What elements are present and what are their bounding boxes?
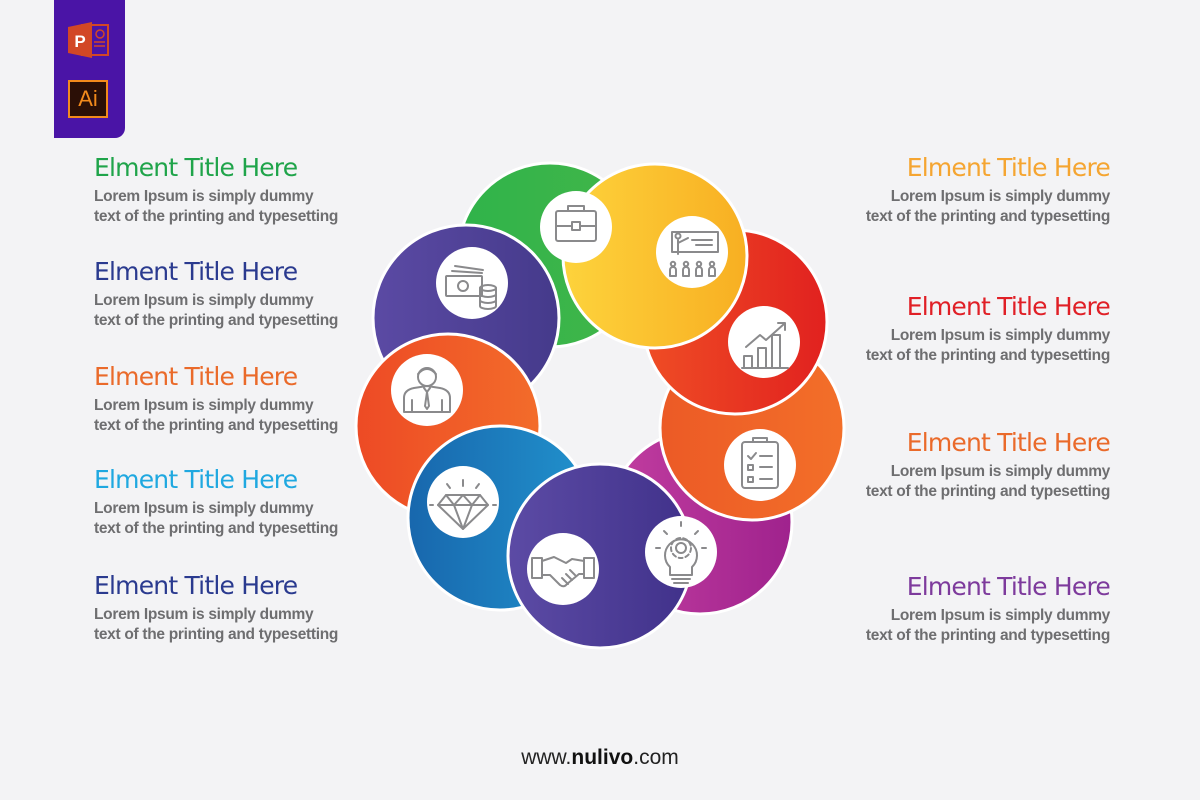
svg-text:P: P — [74, 32, 85, 51]
element-left-3: Elment Title Here Lorem Ipsum is simply … — [94, 362, 394, 436]
presentation-icon — [669, 231, 719, 277]
powerpoint-icon: P — [68, 22, 109, 58]
element-right-1: Elment Title Here Lorem Ipsum is simply … — [810, 153, 1111, 227]
money-coins-icon — [445, 265, 497, 310]
businessman-icon — [403, 367, 451, 413]
element-right-2: Elment Title Here Lorem Ipsum is simply … — [810, 292, 1111, 366]
element-left-4: Elment Title Here Lorem Ipsum is simply … — [94, 465, 394, 539]
lightbulb-gear-icon — [655, 521, 707, 584]
software-badge: P Ai — [54, 0, 125, 138]
clipboard-checklist-icon — [741, 437, 779, 489]
footer-url[interactable]: www.nulivo.com — [521, 746, 679, 769]
element-title: Elment Title Here — [906, 428, 1111, 457]
element-title: Elment Title Here — [94, 465, 298, 494]
diamond-icon — [429, 479, 497, 530]
handshake-icon — [531, 556, 595, 588]
element-right-3: Elment Title Here Lorem Ipsum is simply … — [810, 428, 1111, 502]
element-title: Elment Title Here — [906, 292, 1111, 321]
element-title: Elment Title Here — [906, 153, 1111, 182]
element-title: Elment Title Here — [94, 153, 298, 182]
element-title: Elment Title Here — [906, 572, 1111, 601]
element-right-4: Elment Title Here Lorem Ipsum is simply … — [810, 572, 1111, 646]
growth-chart-icon — [741, 322, 789, 369]
element-title: Elment Title Here — [94, 362, 298, 391]
element-title: Elment Title Here — [94, 257, 298, 286]
element-title: Elment Title Here — [94, 571, 298, 600]
element-left-1: Elment Title Here Lorem Ipsum is simply … — [94, 153, 394, 227]
element-left-5: Elment Title Here Lorem Ipsum is simply … — [94, 571, 394, 645]
element-left-2: Elment Title Here Lorem Ipsum is simply … — [94, 257, 394, 331]
illustrator-icon: Ai — [68, 80, 108, 118]
briefcase-icon — [555, 205, 597, 242]
